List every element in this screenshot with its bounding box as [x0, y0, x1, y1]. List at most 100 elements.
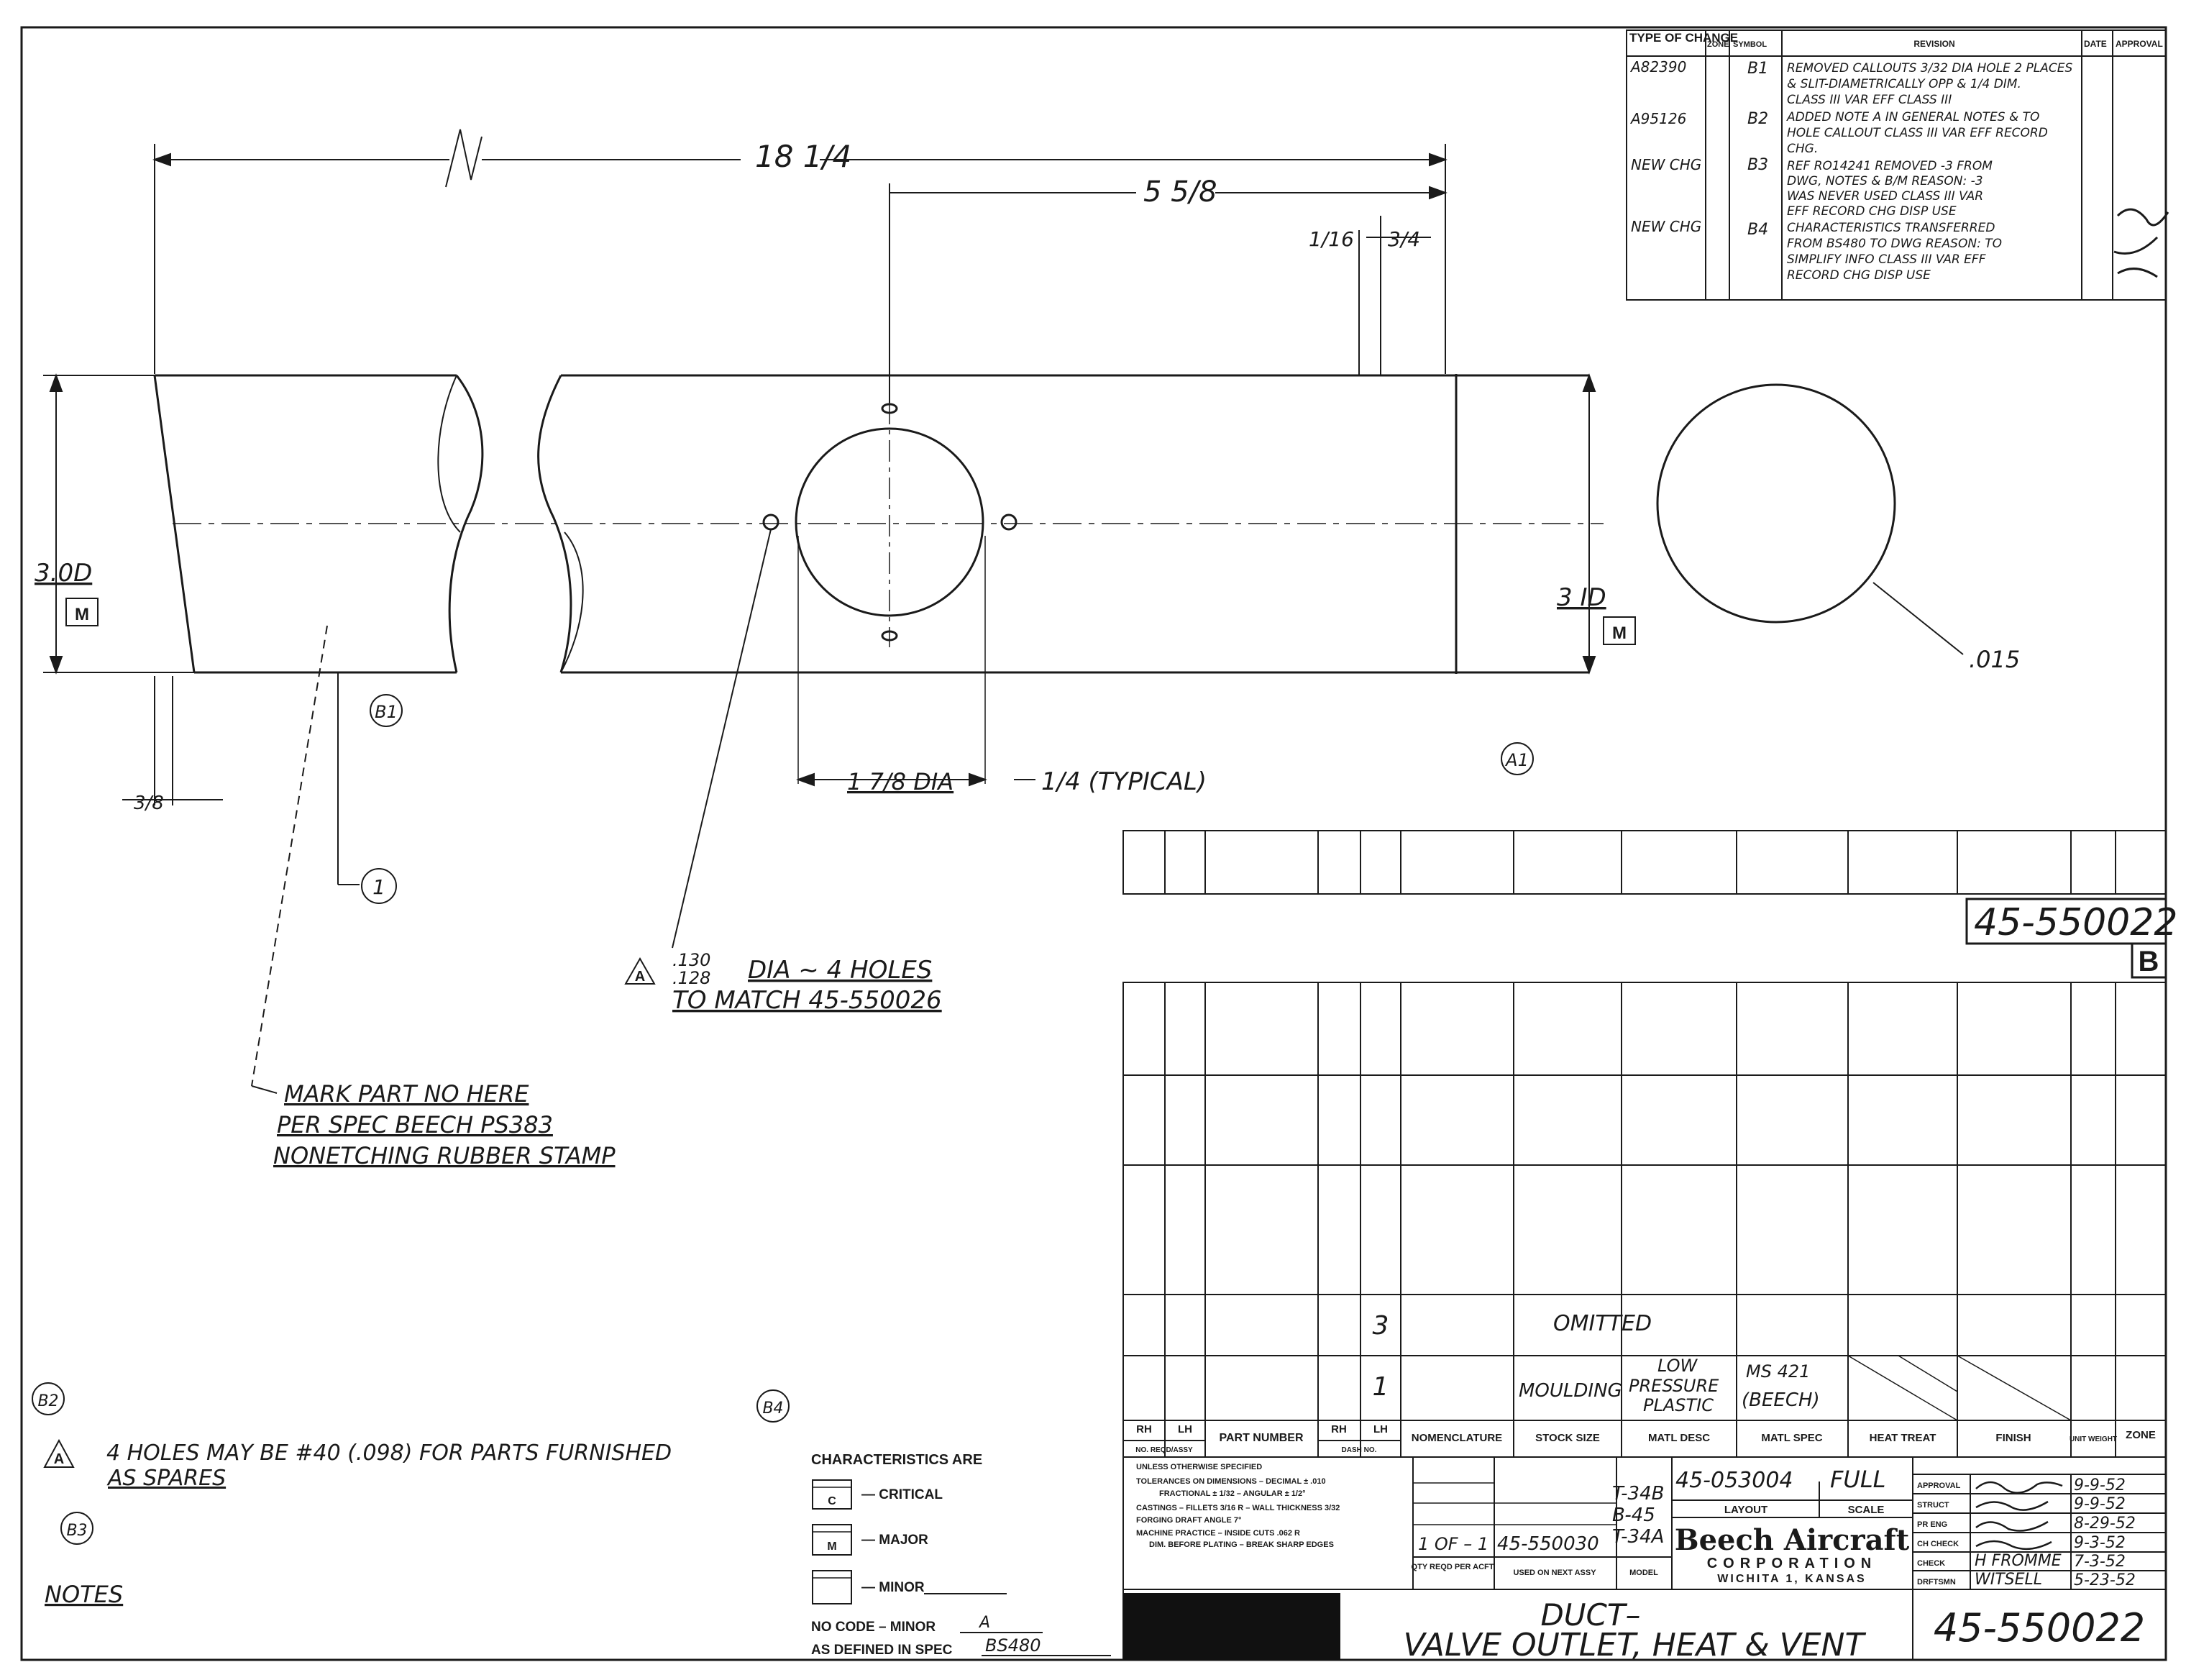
callout-bubble	[32, 1382, 65, 1415]
qty-label: QTY REQD PER ACFT	[1412, 1563, 1494, 1571]
hole-note-line1: DIA ~ 4 HOLES	[748, 956, 932, 985]
dim-inner-dia: 3 ID	[1557, 583, 1606, 612]
parts-header-finish: FINISH	[1995, 1432, 2031, 1444]
mark-note-line2: PER SPEC BEECH PS383	[277, 1111, 553, 1138]
hole-note-line2: TO MATCH 45-550026	[672, 986, 942, 1015]
notes-title: NOTES	[45, 1581, 123, 1608]
blackout-block	[1123, 1593, 1340, 1660]
rev-header-zone: ZONE	[1707, 40, 1729, 49]
tolerance-line: UNLESS OTHERWISE SPECIFIED	[1136, 1463, 1262, 1471]
approval-role: STRUCT	[1917, 1501, 1949, 1510]
rev-row-line: FROM BS480 TO DWG REASON: TO	[1787, 237, 2002, 251]
dim-hole-center: 5 5/8	[1143, 175, 1217, 209]
approval-role: DRFTSMN	[1917, 1578, 1956, 1587]
callout-bubble	[361, 868, 397, 904]
critical-label: — CRITICAL	[861, 1487, 943, 1502]
approval-grid: APPROVAL STRUCT PR ENG CH CHECK CHECK DR…	[1917, 1476, 2136, 1589]
parts-header-nomenclature: NOMENCLATURE	[1412, 1432, 1502, 1444]
mod-box	[1603, 616, 1636, 645]
parts-subheader-qty: NO. REQD/ASSY	[1135, 1446, 1193, 1454]
title-line2: VALVE OUTLET, HEAT & VENT	[1404, 1627, 1867, 1663]
rev-row-symbol: B1	[1747, 60, 1768, 78]
next-assy-label: USED ON NEXT ASSY	[1513, 1569, 1596, 1577]
model-value: T-34A	[1612, 1526, 1664, 1548]
vent-hole	[795, 427, 984, 617]
hole-note-upper: .130	[672, 950, 710, 970]
approval-role: CH CHECK	[1917, 1540, 1959, 1548]
revision-table: TYPE OF CHANGE ZONE SYMBOL REVISION DATE…	[1626, 29, 2169, 301]
rev-row-type: NEW CHG	[1631, 156, 1701, 173]
dim-tolerance: .015	[1969, 646, 2020, 673]
rev-header-symbol: SYMBOL	[1733, 40, 1767, 49]
approval-role: CHECK	[1917, 1559, 1945, 1568]
rev-row-type: A82390	[1629, 58, 1686, 76]
approval-role: PR ENG	[1917, 1520, 1947, 1529]
title-block	[1122, 1456, 2167, 1661]
dim-offset: 3/8	[134, 793, 164, 814]
rev-row-line: EFF RECORD CHG DISP USE	[1787, 204, 1957, 219]
characteristics-title: CHARACTERISTICS ARE	[811, 1452, 982, 1468]
callout-b3: B3	[66, 1522, 87, 1540]
duct-end-view	[1656, 383, 1896, 624]
model-value: B-45	[1612, 1505, 1655, 1526]
rev-row-line: DWG, NOTES & B/M REASON: -3	[1787, 174, 1983, 188]
model-value: T-34B	[1612, 1483, 1664, 1505]
parts-header-heat-treat: HEAT TREAT	[1870, 1432, 1936, 1444]
row1-desc: LOW	[1657, 1356, 1698, 1376]
parts-header-stock-size: STOCK SIZE	[1535, 1432, 1600, 1444]
approval-name: WITSELL	[1975, 1571, 2042, 1589]
spec-label: AS DEFINED IN SPEC	[811, 1643, 953, 1658]
rev-header-type: TYPE OF CHANGE	[1629, 31, 1738, 45]
rev-row-line: SIMPLIFY INFO CLASS III VAR EFF	[1787, 252, 1986, 267]
qty-value: 1 OF – 1	[1418, 1534, 1488, 1554]
tolerance-line: CASTINGS – FILLETS 3/16 R – WALL THICKNE…	[1136, 1504, 1340, 1512]
duct-side-view	[153, 374, 1604, 784]
tolerance-line: MACHINE PRACTICE – INSIDE CUTS .062 R	[1136, 1529, 1300, 1538]
callout-b2: B2	[37, 1392, 58, 1410]
company-name: Beech Aircraft	[1675, 1523, 1910, 1557]
tolerance-line: FRACTIONAL ± 1/32 – ANGULAR ± 1/2°	[1159, 1489, 1306, 1498]
rev-row-line: CHARACTERISTICS TRANSFERRED	[1787, 221, 1995, 235]
dim-end-small: 1/16	[1309, 227, 1354, 251]
row1-spec: MS 421	[1746, 1361, 1810, 1382]
tolerance-line: DIM. BEFORE PLATING – BREAK SHARP EDGES	[1149, 1540, 1334, 1549]
minor-label: — MINOR	[861, 1580, 925, 1595]
parts-subheader-dash: DASH NO.	[1342, 1446, 1377, 1454]
approval-signatures	[1975, 1481, 2063, 1551]
parts-header-matl-desc: MATL DESC	[1648, 1432, 1710, 1444]
mod-box	[65, 598, 99, 626]
parts-header-lh: LH	[1178, 1423, 1192, 1435]
dim-end-three-quarter: 3/4	[1388, 227, 1420, 251]
callout-bubble	[370, 694, 403, 727]
row1-desc: PRESSURE	[1629, 1376, 1719, 1396]
approval-name: H FROMME	[1975, 1552, 2062, 1570]
no-code-value: A	[978, 1614, 990, 1632]
row1-desc: PLASTIC	[1643, 1395, 1714, 1415]
hole-note-lower: .128	[672, 968, 710, 988]
rev-row-line: WAS NEVER USED CLASS III VAR	[1787, 189, 1983, 204]
title-drawing-number: 45-550022	[1934, 1605, 2145, 1651]
callout-item-1: 1	[372, 875, 385, 899]
general-note-line1: 4 HOLES MAY BE #40 (.098) FOR PARTS FURN…	[106, 1441, 672, 1466]
rev-row-line: REF RO14241 REMOVED -3 FROM	[1787, 159, 1993, 173]
rev-row-line: ADDED NOTE A IN GENERAL NOTES & TO	[1786, 110, 2039, 124]
tolerance-line: TOLERANCES ON DIMENSIONS – DECIMAL ± .01…	[1136, 1477, 1326, 1486]
rev-row-line: HOLE CALLOUT CLASS III VAR EFF RECORD	[1787, 126, 2048, 140]
scale-value: FULL	[1830, 1466, 1885, 1493]
approval-role: APPROVAL	[1917, 1482, 1961, 1490]
note-flag: A	[635, 969, 645, 985]
parts-header-part-number: PART NUMBER	[1219, 1432, 1303, 1444]
callout-bubble	[1501, 742, 1534, 775]
spec-value: BS480	[985, 1635, 1041, 1656]
critical-box: C	[828, 1495, 836, 1507]
rev-row-line: CLASS III VAR EFF CLASS III	[1787, 93, 1952, 107]
scale-label: SCALE	[1848, 1504, 1885, 1516]
row3-dash: 3	[1373, 1311, 1389, 1341]
approval-date: 9-9-52	[2074, 1495, 2126, 1513]
rev-header-date: DATE	[2084, 39, 2107, 49]
layout-label: LAYOUT	[1724, 1504, 1767, 1516]
parts-header-zone: ZONE	[2126, 1429, 2156, 1441]
upper-empty-grid	[1122, 830, 2167, 979]
no-code-label: NO CODE – MINOR	[811, 1620, 936, 1635]
next-assy-value: 45-550030	[1497, 1533, 1599, 1555]
